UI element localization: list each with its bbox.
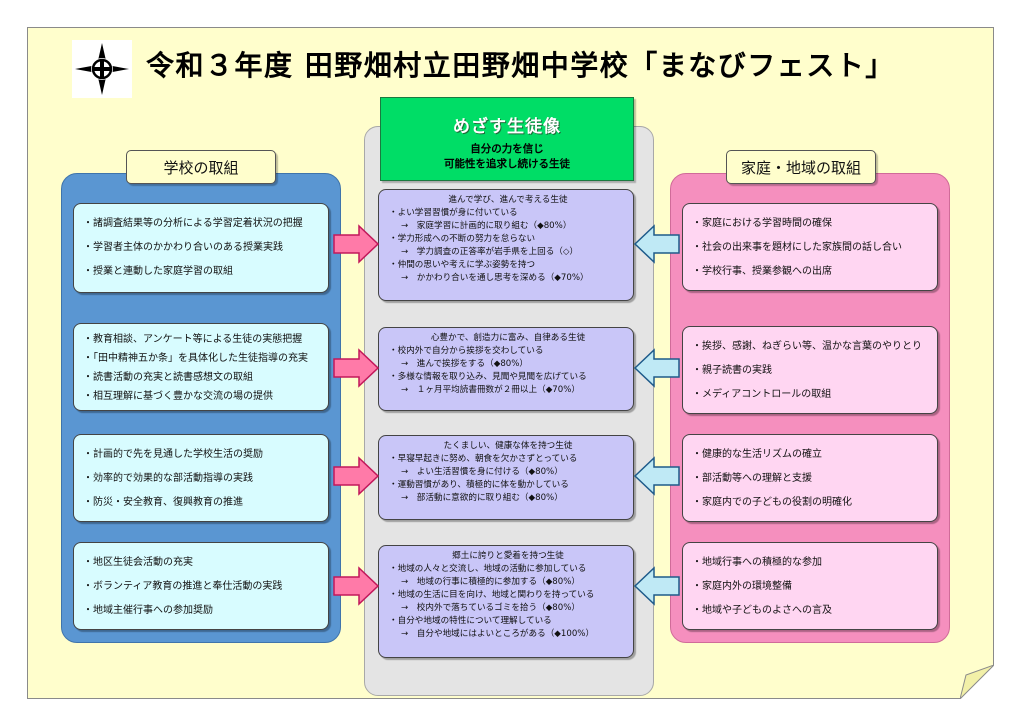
goal-line: ・自分や地域の特性について理解している — [389, 616, 552, 626]
arrow-right-icon — [333, 348, 379, 388]
home-box-learning: ・家庭における学習時間の確保 ・社会の出来事を題材にした家族間の話し合い ・学校… — [682, 203, 938, 291]
school-item: ・地域主催行事への参加奨励 — [83, 605, 213, 616]
target-student-heading: めざす生徒像 — [453, 117, 561, 137]
school-item: ・「田中精神五か条」を具体化した生徒指導の充実 — [83, 353, 308, 364]
target-student-description: 自分の力を信じ 可能性を追求し続ける生徒 — [381, 142, 633, 172]
goal-line: ・学力形成への不断の努力を怠らない — [389, 234, 536, 244]
home-item: ・地域行事への積極的な参加 — [692, 557, 822, 568]
goal-target: → 学力調査の正答率が岩手県を上回る（◇） — [401, 247, 579, 257]
school-item: ・効率的で効果的な部活動指導の実践 — [83, 473, 253, 484]
home-column-header: 家庭・地域の取組 — [726, 150, 876, 184]
goal-line: ・運動習慣があり、積極的に体を動かしている — [389, 480, 569, 490]
goal-line: ・仲間の思いや考えに学ぶ姿勢を持つ — [389, 260, 536, 270]
page-title: 令和３年度 田野畑村立田野畑中学校「まなびフェスト」 — [146, 49, 895, 82]
goal-line: ・よい学習習慣が身に付いている — [389, 208, 518, 218]
home-item: ・学校行事、授業参観への出席 — [692, 266, 832, 277]
goal-target: → 地域の行事に積極的に参加する（◆80%） — [401, 577, 581, 587]
goal-line: ・地域の生活に目を向け、地域と関わりを持っている — [389, 590, 595, 600]
goal-box-health: たくましい、健康な体を持つ生徒 ・早寝早起きに努め、朝食を欠かさずとっている →… — [378, 435, 634, 520]
goal-target: → よい生活習慣を身に付ける（◆80%） — [401, 467, 563, 477]
arrow-left-icon — [634, 456, 680, 496]
home-item: ・家庭における学習時間の確保 — [692, 218, 832, 229]
school-item: ・学習者主体のかかわり合いのある授業実践 — [83, 242, 283, 253]
target-student-line: 自分の力を信じ — [470, 143, 544, 155]
home-item: ・健康的な生活リズムの確立 — [692, 449, 822, 460]
home-item: ・社会の出来事を題材にした家族間の話し合い — [692, 242, 902, 253]
arrow-right-icon — [333, 456, 379, 496]
home-box-health: ・健康的な生活リズムの確立 ・部活動等への理解と支援 ・家庭内での子どもの役割の… — [682, 434, 938, 522]
home-item: ・家庭内外の環境整備 — [692, 581, 792, 592]
goal-target: → 部活動に意欲的に取り組む（◆80%） — [401, 493, 563, 503]
home-box-community: ・地域行事への積極的な参加 ・家庭内外の環境整備 ・地域や子どものよさへの言及 — [682, 542, 938, 630]
arrow-right-icon — [333, 566, 379, 606]
goal-line: ・校内外で自分から挨拶を交わしている — [389, 346, 544, 356]
goal-heading: 進んで学び、進んで考える生徒 — [448, 195, 568, 205]
goal-target: → 家庭学習に計画的に取り組む（◆80%） — [401, 221, 572, 231]
target-student-box: めざす生徒像 自分の力を信じ 可能性を追求し続ける生徒 — [380, 97, 634, 181]
home-box-mind: ・挨拶、感謝、ねぎらい等、温かな言葉のやりとり ・親子読書の実践 ・メディアコン… — [682, 326, 938, 414]
school-item: ・読書活動の充実と読書感想文の取組 — [83, 372, 253, 383]
home-item: ・地域や子どものよさへの言及 — [692, 605, 832, 616]
school-item: ・授業と連動した家庭学習の取組 — [83, 266, 233, 277]
target-student-line: 可能性を追求し続ける生徒 — [444, 158, 570, 170]
school-column-header: 学校の取組 — [126, 150, 276, 184]
goal-target: → 校内外で落ちているゴミを拾う（◆80%） — [401, 603, 581, 613]
goal-box-learning: 進んで学び、進んで考える生徒 ・よい学習習慣が身に付いている → 家庭学習に計画… — [378, 189, 634, 301]
home-item: ・家庭内での子どもの役割の明確化 — [692, 497, 852, 508]
goal-box-mind: 心豊かで、創造力に富み、自律ある生徒 ・校内外で自分から挨拶を交わしている → … — [378, 327, 634, 411]
school-emblem-icon — [72, 40, 132, 98]
goal-target: → かかわり合いを通し思考を深める（◆70%） — [401, 273, 589, 283]
goal-heading: たくましい、健康な体を持つ生徒 — [443, 441, 573, 451]
school-item: ・地区生徒会活動の充実 — [83, 557, 193, 568]
school-item: ・ボランティア教育の推進と奉仕活動の実践 — [83, 581, 283, 592]
goal-line: ・地域の人々と交流し、地域の活動に参加している — [389, 564, 587, 574]
home-item: ・親子読書の実践 — [692, 365, 772, 376]
school-item: ・諸調査結果等の分析による学習定着状況の把握 — [83, 218, 303, 229]
goal-target: → 進んで挨拶をする（◆80%） — [401, 359, 529, 369]
arrow-right-icon — [333, 224, 379, 264]
school-item: ・教育相談、アンケート等による生徒の実態把握 — [83, 334, 303, 345]
goal-target: → 自分や地域にはよいところがある（◆100%） — [401, 629, 595, 639]
school-item: ・計画的で先を見通した学校生活の奨励 — [83, 449, 263, 460]
goal-line: ・多様な情報を取り込み、見聞や見聞を広げている — [389, 372, 587, 382]
arrow-left-icon — [634, 348, 680, 388]
school-box-mind: ・教育相談、アンケート等による生徒の実態把握 ・「田中精神五か条」を具体化した生… — [73, 323, 329, 411]
arrow-left-icon — [634, 224, 680, 264]
goal-line: ・早寝早起きに努め、朝食を欠かさずとっている — [389, 454, 578, 464]
home-item: ・挨拶、感謝、ねぎらい等、温かな言葉のやりとり — [692, 341, 922, 352]
school-item: ・防災・安全教育、復興教育の推進 — [83, 497, 243, 508]
school-box-health: ・計画的で先を見通した学校生活の奨励 ・効率的で効果的な部活動指導の実践 ・防災… — [73, 434, 329, 522]
goal-target: → １ヶ月平均読書冊数が２冊以上（◆70%） — [401, 385, 581, 395]
arrow-left-icon — [634, 566, 680, 606]
home-item: ・部活動等への理解と支援 — [692, 473, 812, 484]
school-item: ・相互理解に基づく豊かな交流の場の提供 — [83, 391, 273, 402]
goal-box-community: 郷土に誇りと愛着を持つ生徒 ・地域の人々と交流し、地域の活動に参加している → … — [378, 545, 634, 658]
school-box-community: ・地区生徒会活動の充実 ・ボランティア教育の推進と奉仕活動の実践 ・地域主催行事… — [73, 542, 329, 630]
goal-heading: 心豊かで、創造力に富み、自律ある生徒 — [430, 333, 586, 343]
school-box-learning: ・諸調査結果等の分析による学習定着状況の把握 ・学習者主体のかかわり合いのある授… — [73, 203, 329, 293]
page-fold-corner — [960, 665, 994, 699]
goal-heading: 郷土に誇りと愛着を持つ生徒 — [452, 551, 564, 561]
home-item: ・メディアコントロールの取組 — [692, 389, 832, 400]
